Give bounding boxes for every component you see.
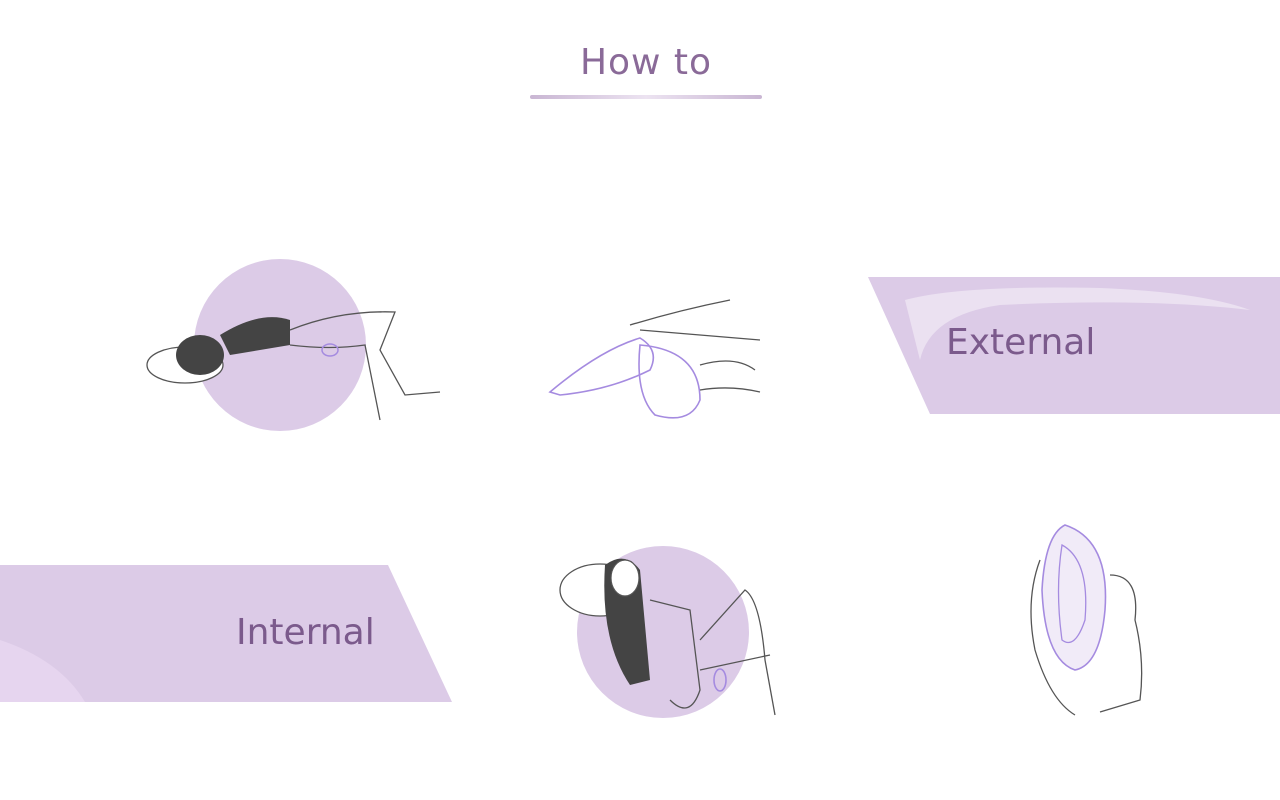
title-underline bbox=[530, 95, 762, 99]
internal-label: Internal bbox=[236, 612, 375, 653]
external-label: External bbox=[946, 322, 1096, 363]
page-title: How to bbox=[579, 42, 713, 83]
device-in-hand-illustration bbox=[1030, 524, 1143, 716]
external-banner bbox=[868, 277, 1280, 414]
external-position-illustration bbox=[146, 259, 441, 431]
internal-banner bbox=[0, 565, 452, 702]
external-device-illustration bbox=[548, 299, 761, 419]
internal-position-illustration bbox=[559, 546, 776, 718]
